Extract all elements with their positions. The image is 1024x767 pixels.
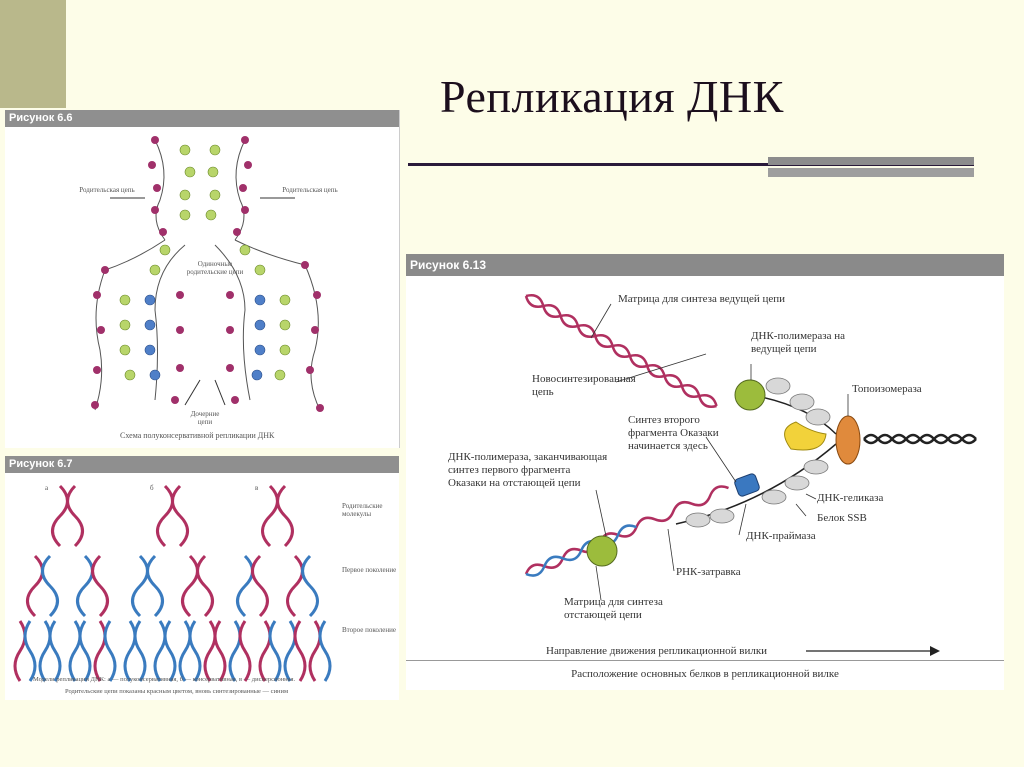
caption-divider xyxy=(406,660,1004,661)
figure-6-7: Рисунок 6.7 xyxy=(5,456,399,700)
row-second-gen-label: Второе поколение xyxy=(342,626,397,634)
semiconservative-diagram xyxy=(5,110,399,448)
parent-strand-label-left: Родительская цепь xyxy=(77,186,137,194)
panel-c-label: в xyxy=(255,484,258,492)
figure-caption: Расположение основных белков в репликаци… xyxy=(406,668,1004,680)
figure-6-13: Рисунок 6.13 xyxy=(406,254,1004,690)
figure-caption: Схема полуконсервативной репликации ДНК xyxy=(120,432,274,440)
label-ssb: Белок SSB xyxy=(817,512,867,525)
replication-models-diagram xyxy=(5,456,399,700)
label-primase: ДНК-праймаза xyxy=(746,530,816,543)
label-new-strand: Новосинтезированная цепь xyxy=(532,373,642,399)
label-helicase: ДНК-геликаза xyxy=(817,492,883,505)
parent-strand-label-right: Родительская цепь xyxy=(280,186,340,194)
label-okazaki-start: Синтез второго фрагмента Оказаки начинае… xyxy=(628,414,748,453)
slide-title: Репликация ДНК xyxy=(440,70,784,123)
label-polymerase-lagging: ДНК-полимераза, заканчивающая синтез пер… xyxy=(448,451,608,490)
panel-b-label: б xyxy=(150,484,154,492)
decorative-block xyxy=(0,0,66,108)
row-parent-label: Родительские молекулы xyxy=(342,502,397,518)
title-accent-bar-lower xyxy=(768,168,974,177)
label-matrix-lagging: Матрица для синтеза отстающей цепи xyxy=(564,596,684,622)
daughter-strands-label: Дочерние цепи xyxy=(185,410,225,426)
single-strands-label: Одиночные родительские цепи xyxy=(185,260,245,276)
title-accent-bar xyxy=(768,157,974,165)
figure-6-6: Рисунок 6.6 xyxy=(5,110,400,448)
figure-caption-2: Родительские цепи показаны красным цвето… xyxy=(65,688,288,696)
figure-caption: Модели репликации ДНК: а — полуконсерват… xyxy=(33,676,393,684)
label-direction: Направление движения репликационной вилк… xyxy=(546,645,767,658)
row-first-gen-label: Первое поколение xyxy=(342,566,397,574)
label-rna-primer: РНК-затравка xyxy=(676,566,741,579)
label-polymerase-leading: ДНК-полимераза на ведущей цепи xyxy=(751,330,871,356)
label-matrix-leading: Матрица для синтеза ведущей цепи xyxy=(618,293,785,306)
panel-a-label: а xyxy=(45,484,48,492)
label-topoisomerase: Топоизомераза xyxy=(852,383,922,396)
